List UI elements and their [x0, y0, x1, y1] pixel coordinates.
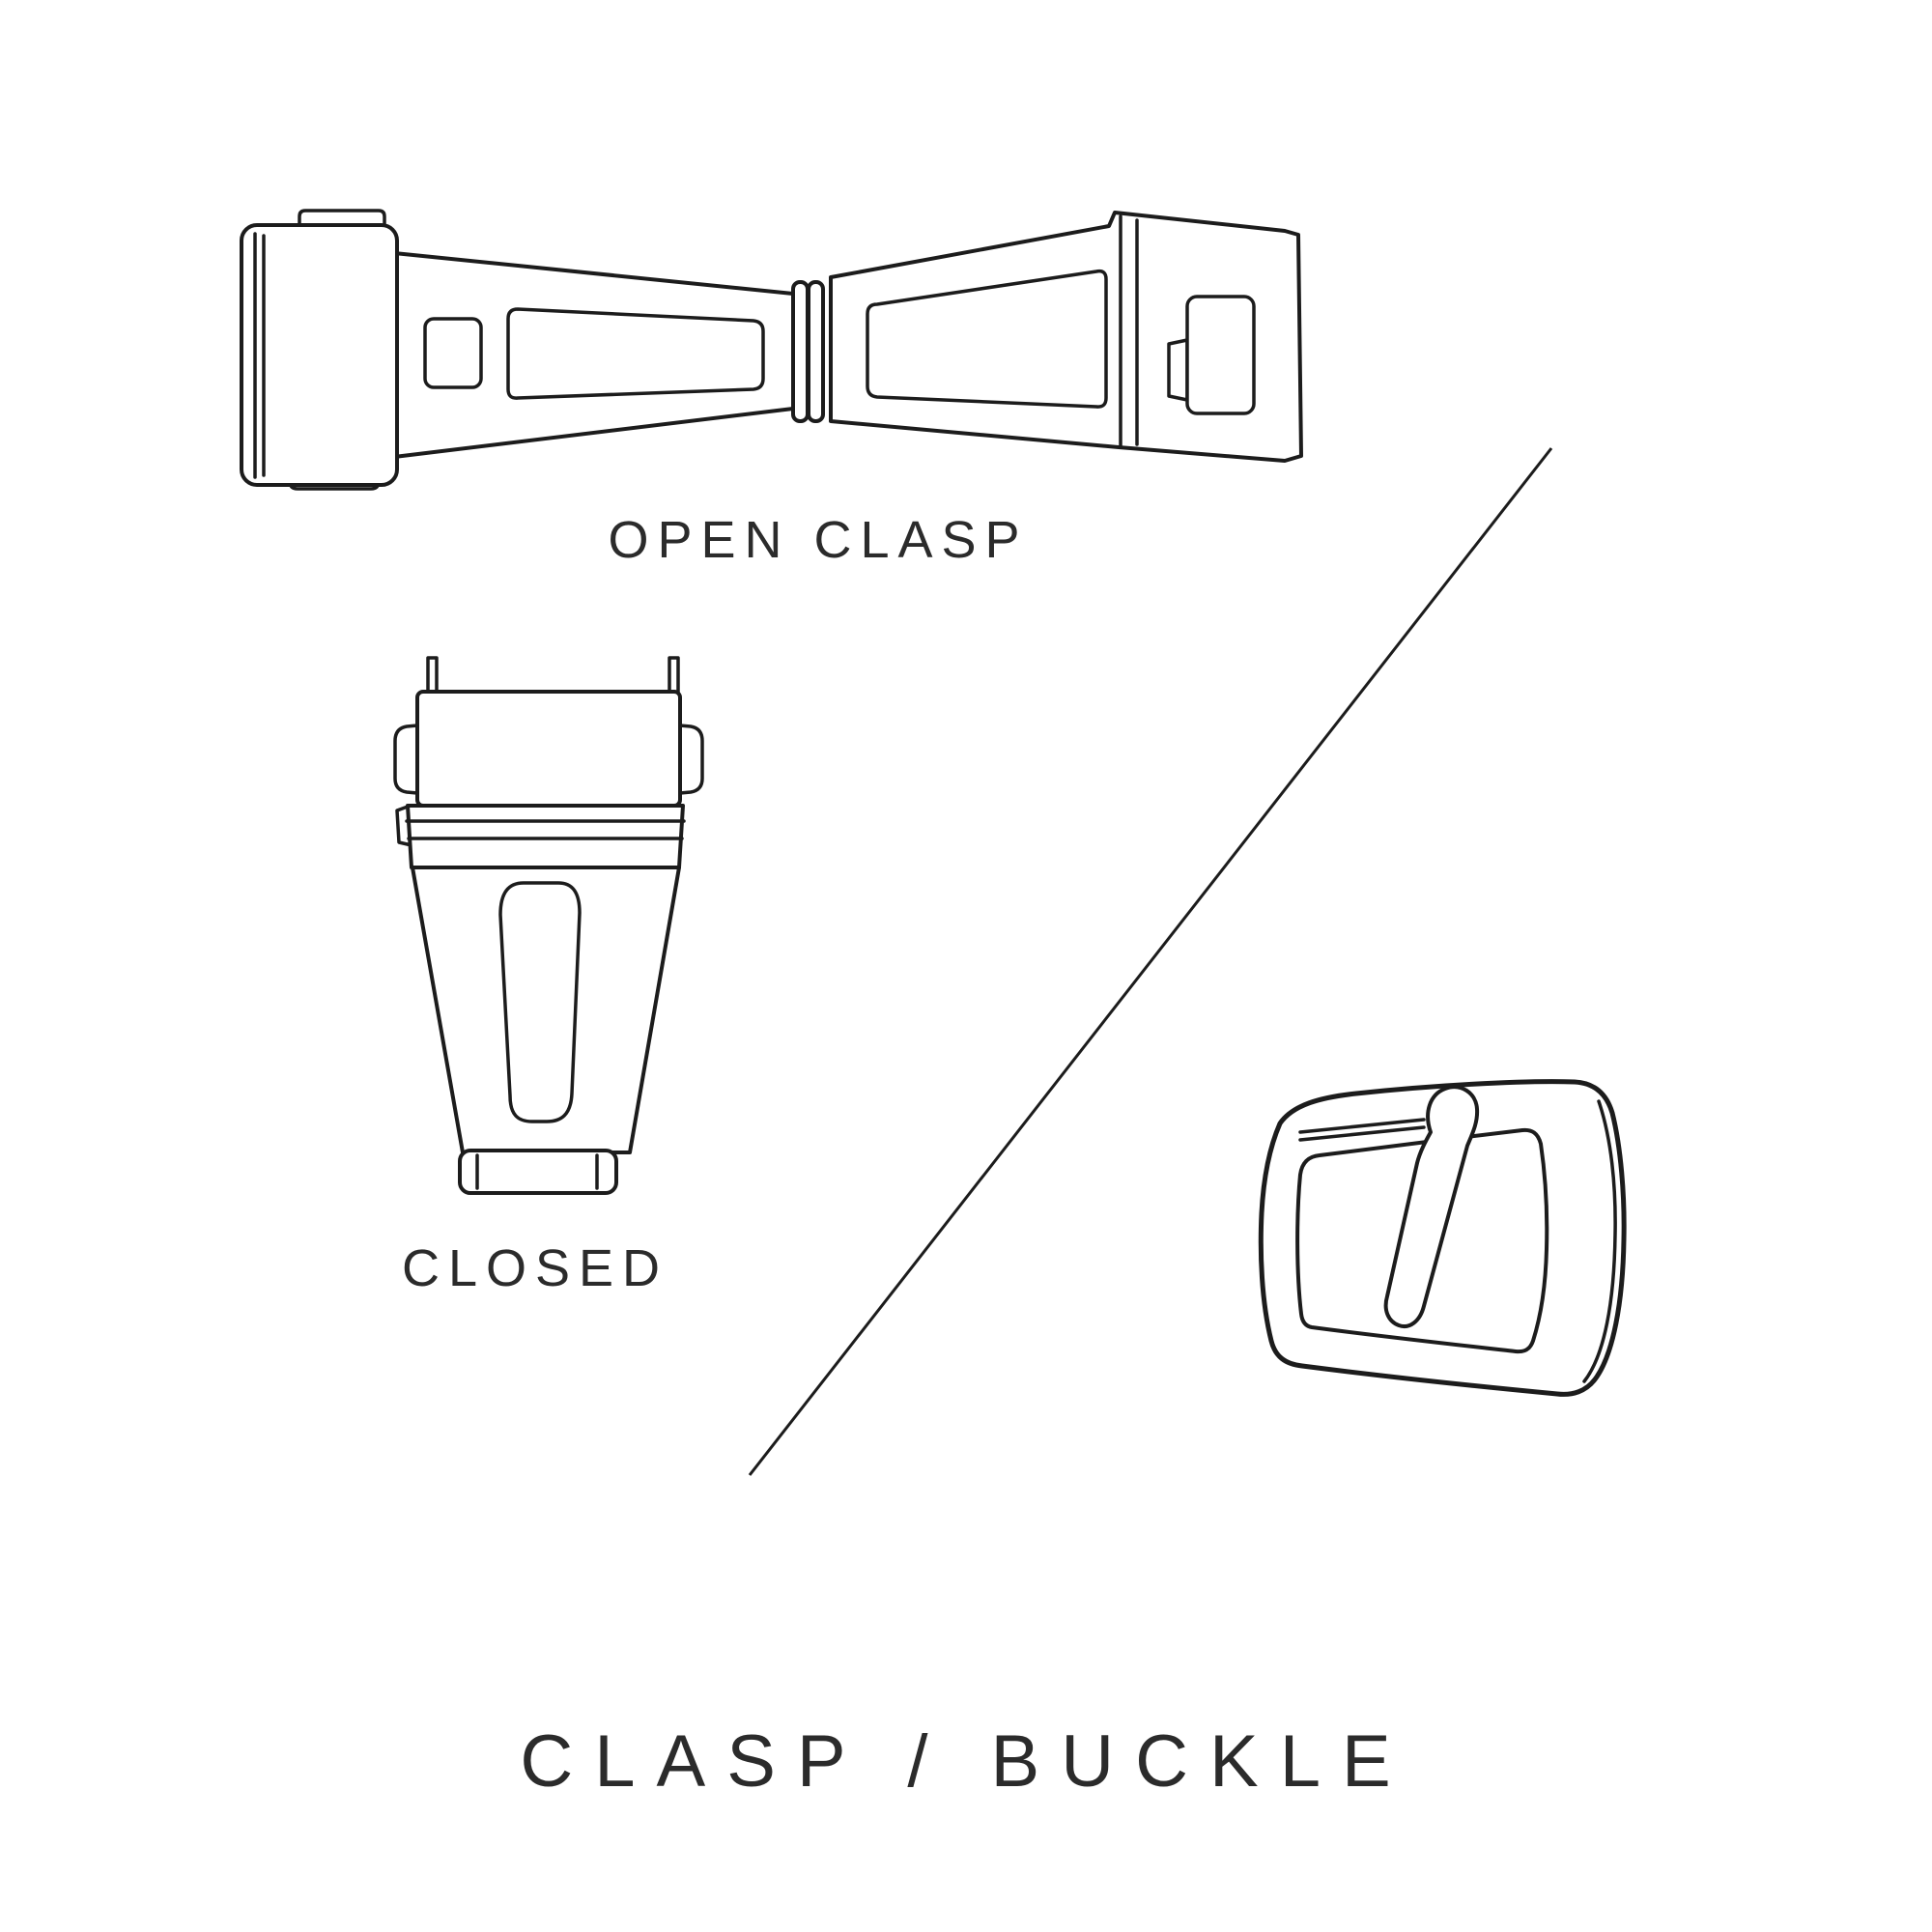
closed-clasp-label: CLOSED — [401, 1239, 669, 1297]
closed-clasp-icon — [393, 656, 704, 1195]
open-clasp-icon — [240, 209, 1303, 491]
buckle-illustration — [1235, 1070, 1650, 1428]
closed-clasp-illustration — [382, 649, 710, 1209]
buckle-icon — [1258, 1079, 1627, 1397]
open-clasp-illustration — [213, 176, 1304, 509]
open-clasp-label: OPEN CLASP — [608, 511, 1029, 569]
page-title: CLASP / BUCKLE — [520, 1720, 1412, 1803]
